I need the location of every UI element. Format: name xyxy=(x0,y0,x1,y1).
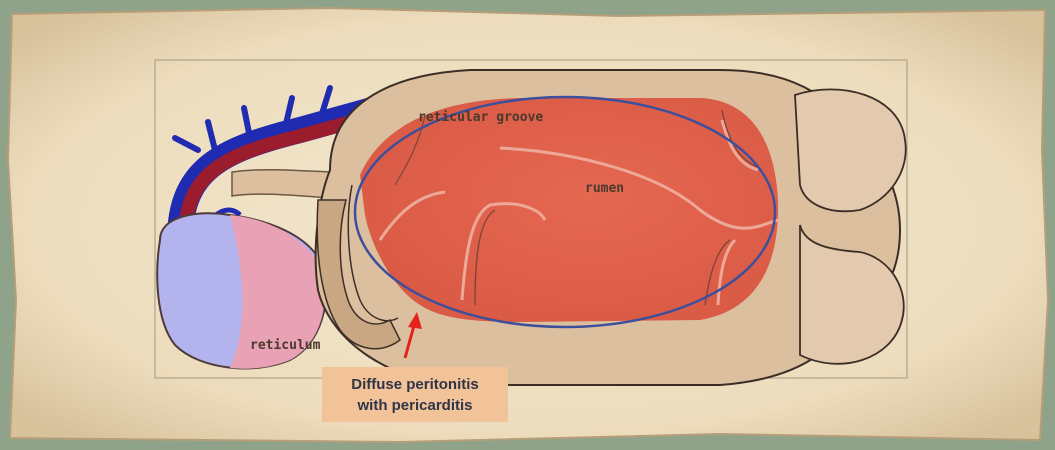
label-rumen: rumen xyxy=(585,181,624,196)
callout-box: Diffuse peritonitis with pericarditis xyxy=(322,367,508,422)
callout-line-2: with pericarditis xyxy=(357,395,472,416)
label-reticular-groove: reticular groove xyxy=(418,110,543,125)
esophagus xyxy=(232,170,330,198)
label-reticulum: reticulum xyxy=(250,338,321,353)
callout-line-1: Diffuse peritonitis xyxy=(351,374,479,395)
